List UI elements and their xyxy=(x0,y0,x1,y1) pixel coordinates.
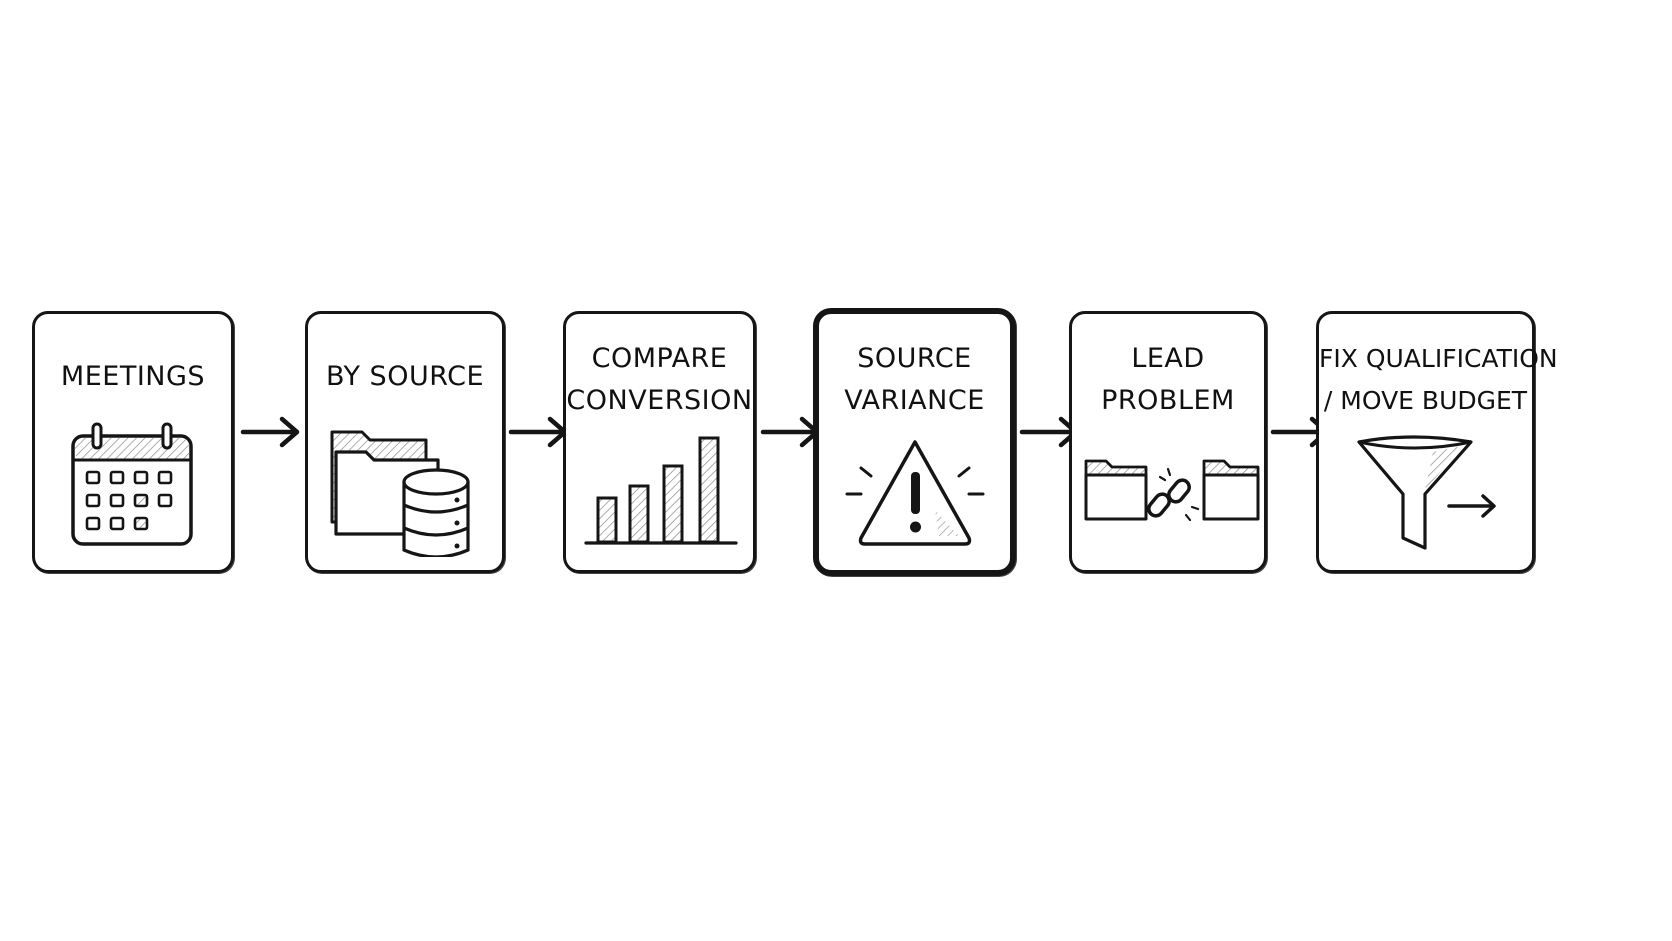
step-label-line1: FIX QUALIFICATION xyxy=(1319,344,1558,373)
step-fix-qualification-card: FIX QUALIFICATION / MOVE BUDGET xyxy=(1316,311,1558,573)
step-label: BY SOURCE xyxy=(308,356,502,398)
step-label-line2: PROBLEM xyxy=(1101,385,1235,416)
folder-database-icon xyxy=(330,430,470,557)
step-by-source-card: BY SOURCE xyxy=(305,311,505,573)
broken-link-folders-icon xyxy=(1084,459,1260,522)
step-label-line2: CONVERSION xyxy=(566,385,753,416)
step-label: FIX QUALIFICATION / MOVE BUDGET xyxy=(1319,338,1558,422)
step-label-line1: COMPARE xyxy=(591,343,728,374)
step-label-line1: BY SOURCE xyxy=(325,361,485,392)
step-lead-problem-card: LEAD PROBLEM xyxy=(1069,311,1267,573)
step-label-line1: SOURCE xyxy=(857,343,972,374)
arrow-right-icon xyxy=(240,416,300,448)
step-label-line2: / MOVE BUDGET xyxy=(1323,386,1528,415)
step-label: MEETINGS xyxy=(35,356,231,398)
step-label: LEAD PROBLEM xyxy=(1072,338,1264,422)
step-meetings-card: MEETINGS xyxy=(32,311,234,573)
step-label: COMPARE CONVERSION xyxy=(566,338,753,422)
step-label-line1: MEETINGS xyxy=(60,361,206,392)
funnel-icon xyxy=(1357,435,1496,550)
step-label-line1: LEAD xyxy=(1131,343,1205,374)
step-source-variance-card: SOURCE VARIANCE xyxy=(813,308,1016,576)
warning-icon xyxy=(845,440,985,546)
step-label-line2: VARIANCE xyxy=(844,385,985,416)
arrow-right-icon xyxy=(508,416,568,448)
calendar-icon xyxy=(71,422,193,546)
step-label: SOURCE VARIANCE xyxy=(819,338,1010,422)
step-compare-conversion-card: COMPARE CONVERSION xyxy=(563,311,756,573)
bar-chart-icon xyxy=(584,436,738,545)
